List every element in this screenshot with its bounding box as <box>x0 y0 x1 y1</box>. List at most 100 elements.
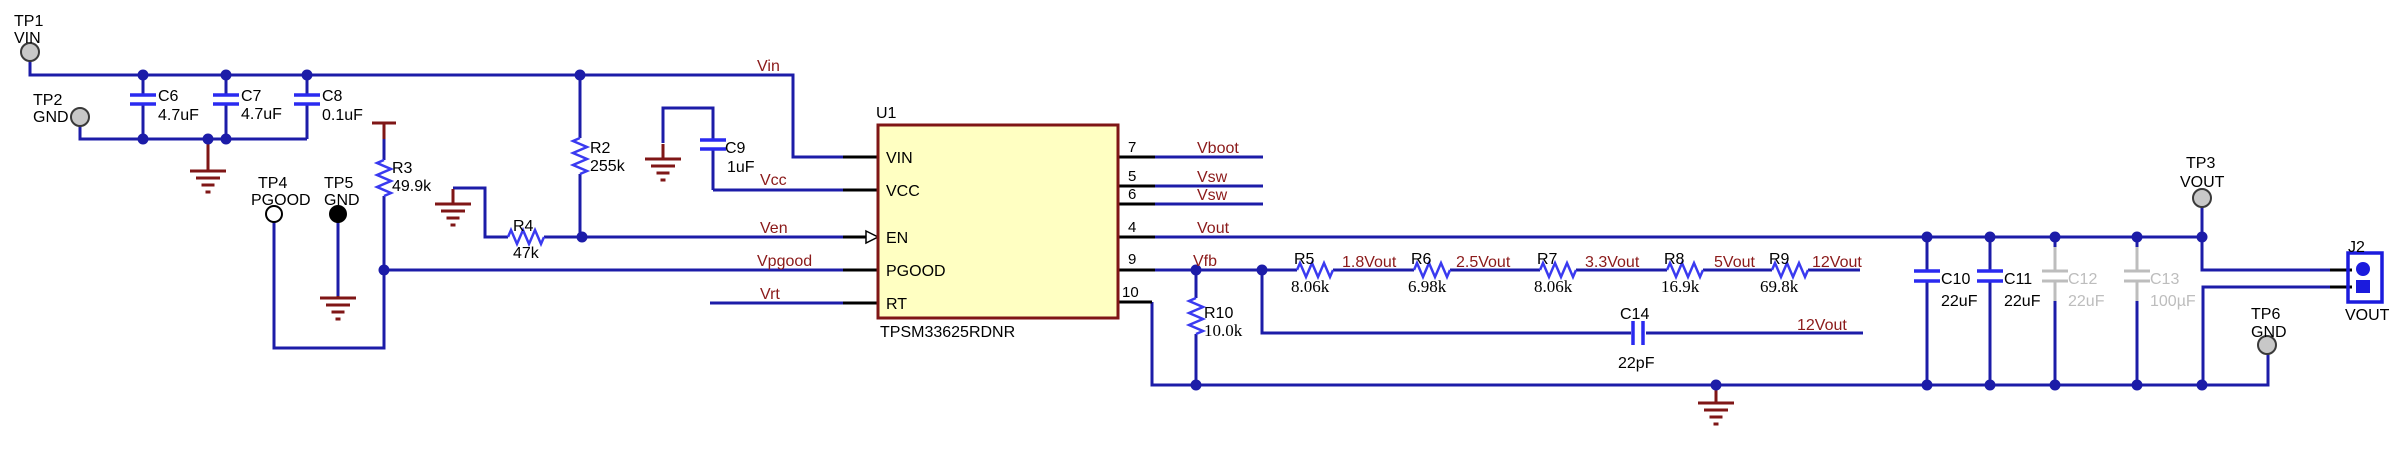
left-pin-stubs <box>843 155 878 305</box>
pin-number-9: 9 <box>1128 251 1136 268</box>
pin-number-5: 5 <box>1128 168 1136 185</box>
tp4-pgood-wire <box>272 222 386 350</box>
net-label-ven: Ven <box>760 220 788 237</box>
net-label-vsw-6: Vsw <box>1197 187 1228 204</box>
net-labels: Vin Vcc Ven Vpgood Vrt Vboot Vsw Vsw Vou… <box>757 58 1862 334</box>
test-point-tp5: TP5 GND <box>324 175 360 223</box>
en-input-arrow-icon <box>865 229 880 245</box>
pin-name-vcc: VCC <box>886 183 920 200</box>
net-vin-wire <box>28 61 843 159</box>
c10-ref: C10 <box>1941 271 1970 288</box>
c11-ref: C11 <box>2004 271 2032 288</box>
r8-value: 16.9k <box>1661 277 1700 296</box>
r7-value: 8.06k <box>1534 277 1573 296</box>
net-label-vpgood: Vpgood <box>757 253 812 270</box>
tp5-ref: TP5 <box>324 175 353 192</box>
r4-ref: R4 <box>513 218 534 235</box>
tp4-net: PGOOD <box>251 192 311 209</box>
tp5-net: GND <box>324 192 360 209</box>
net-label-12vout: 12Vout <box>1812 254 1862 271</box>
capacitors <box>130 75 2150 345</box>
test-point-tp1: TP1 VIN <box>14 13 43 62</box>
r7-ref: R7 <box>1537 251 1558 268</box>
right-pin-stubs <box>1118 155 1155 304</box>
capacitor-c6 <box>130 93 156 106</box>
capacitor-c10 <box>1914 269 1940 283</box>
ic-body <box>876 123 1120 320</box>
pin-number-6: 6 <box>1128 186 1136 203</box>
ground-symbol-input <box>190 139 226 194</box>
c14-branch-wire <box>1260 270 1863 335</box>
ground-symbols <box>190 121 1734 426</box>
net-label-vsw-5: Vsw <box>1197 169 1228 186</box>
connector-j2: J2 VOUT <box>2345 239 2390 324</box>
c10-value: 22uF <box>1941 293 1978 310</box>
r6-ref: R6 <box>1411 251 1432 268</box>
j2-net: VOUT <box>2345 307 2390 324</box>
pin-number-7: 7 <box>1128 139 1136 156</box>
c6-ref: C6 <box>158 88 179 105</box>
junction-dots <box>137 69 2208 391</box>
capacitor-c7 <box>213 93 239 106</box>
ic-ref: U1 <box>876 105 897 122</box>
net-label-1v8out: 1.8Vout <box>1342 254 1397 271</box>
c12-ref: C12 <box>2068 271 2097 288</box>
component-labels: C6 4.7uF C7 4.7uF C8 0.1uF R2 255k R3 49… <box>158 88 2196 372</box>
tp3-vout-drop <box>2200 207 2330 272</box>
c9-wires <box>661 106 715 190</box>
j2-ref: J2 <box>2348 239 2365 256</box>
resistors <box>373 136 1810 336</box>
pin-name-en: EN <box>886 230 908 247</box>
c11-value: 22uF <box>2004 293 2041 310</box>
c14-value: 22pF <box>1618 355 1655 372</box>
resistor-r10 <box>1185 296 1207 336</box>
pin-name-pgood: PGOOD <box>886 263 946 280</box>
j2-body <box>2346 251 2384 304</box>
net-label-vfb: Vfb <box>1193 253 1217 270</box>
c14-ref: C14 <box>1620 306 1649 323</box>
r10-ref: R10 <box>1204 305 1233 322</box>
c9-value: 1uF <box>727 159 755 176</box>
r10-value: 10.0k <box>1204 321 1243 340</box>
r4-wires <box>453 186 582 239</box>
gnd-bottom-rail <box>1150 302 2270 387</box>
r5-ref: R5 <box>1294 251 1315 268</box>
resistor-r2 <box>569 136 591 176</box>
net-gnd-input-wire <box>78 124 307 141</box>
net-label-5vout: 5Vout <box>1714 254 1755 271</box>
ic-pin-stubs <box>843 155 2352 305</box>
ground-symbol-r4 <box>435 189 471 227</box>
r2-ref: R2 <box>590 140 611 157</box>
r6-value: 6.98k <box>1408 277 1447 296</box>
tp1-ref: TP1 <box>14 13 43 30</box>
test-point-tp2: TP2 GND <box>33 92 90 127</box>
pin-name-vin: VIN <box>886 150 913 167</box>
tp3-ref: TP3 <box>2186 155 2215 172</box>
ic-u1: U1 TPSM33625RDNR VIN VCC EN PGOOD RT 7 5… <box>876 105 1139 341</box>
r2-value: 255k <box>590 158 626 175</box>
wires <box>28 61 2330 387</box>
net-label-vout: Vout <box>1197 220 1230 237</box>
r3-ref: R3 <box>392 160 413 177</box>
tp6-net: GND <box>2251 324 2287 341</box>
c7-value: 4.7uF <box>241 106 282 123</box>
c7-ref: C7 <box>241 88 262 105</box>
resistor-r6 <box>1412 259 1452 281</box>
net-label-vboot: Vboot <box>1197 140 1239 157</box>
capacitor-c8 <box>294 93 320 106</box>
net-label-vcc: Vcc <box>760 172 787 189</box>
tp6-ref: TP6 <box>2251 306 2280 323</box>
j2-gnd-riser <box>2201 285 2330 385</box>
r5-value: 8.06k <box>1291 277 1330 296</box>
capacitor-c14 <box>1631 321 1645 345</box>
tp4-ref: TP4 <box>258 175 287 192</box>
capacitor-c9 <box>700 138 726 151</box>
net-label-vrt: Vrt <box>760 286 780 303</box>
test-point-tp6: TP6 GND <box>2251 306 2287 355</box>
resistor-r8 <box>1665 259 1705 281</box>
j2-pin2-icon <box>2356 280 2370 293</box>
r4-value: 47k <box>513 245 540 262</box>
tp3-net: VOUT <box>2180 174 2225 191</box>
capacitor-c12 <box>2042 247 2068 301</box>
